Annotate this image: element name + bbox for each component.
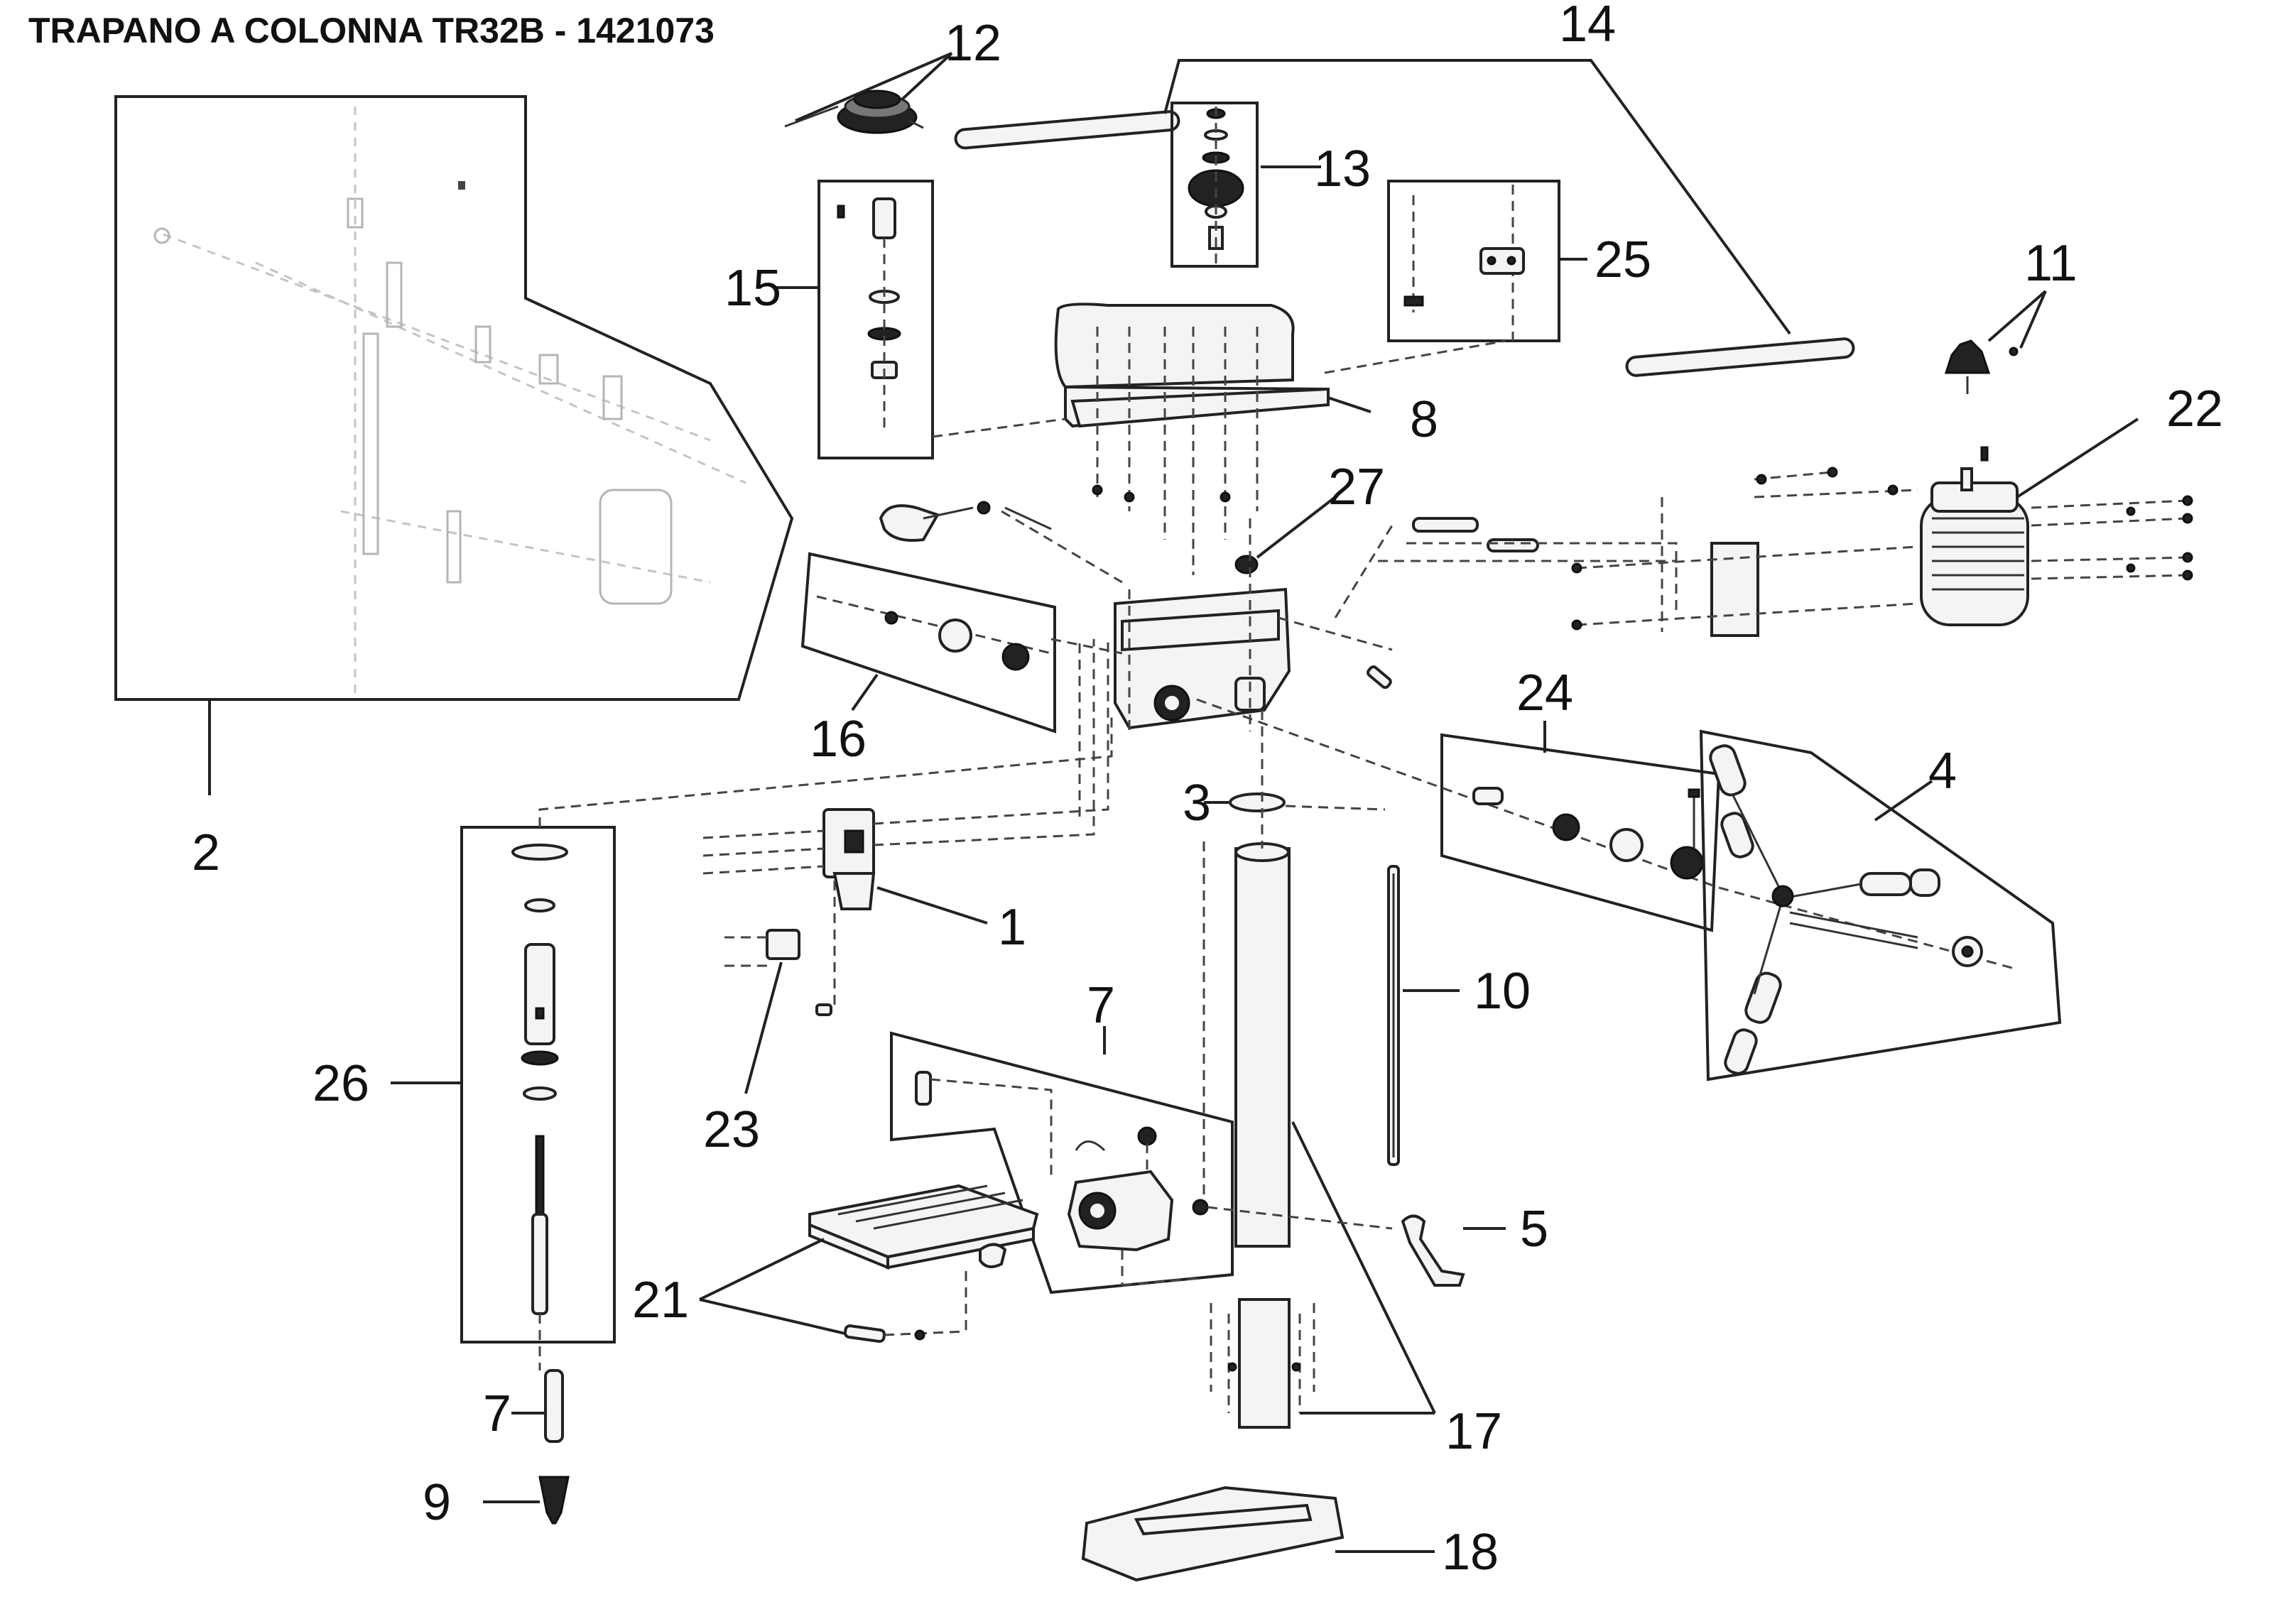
callout-9: 8 — [1410, 391, 1438, 448]
callout-4: 4 — [1928, 743, 1957, 800]
group-25-box — [1387, 180, 1560, 342]
leader-13a — [795, 52, 952, 122]
part-20-base — [1081, 1486, 1345, 1582]
part-10-chuck — [538, 1476, 570, 1525]
callout-21: 21 — [632, 1272, 689, 1329]
part-11-rack — [1387, 865, 1400, 1166]
group-17-plate — [800, 552, 1123, 734]
leader-17 — [851, 673, 879, 712]
callout-3: 3 — [1183, 775, 1211, 832]
callout-25: 25 — [1595, 231, 1651, 288]
leader-21b — [699, 1298, 846, 1335]
part-9-belt-cover — [932, 303, 1506, 575]
part-7-arbor — [544, 1369, 564, 1443]
callout-24: 24 — [1516, 665, 1573, 721]
callout-12: 11 — [2024, 235, 2078, 292]
group-8-table-bracket — [890, 1031, 1393, 1295]
callout-18: 17 — [1445, 1403, 1502, 1460]
part-18-column — [1202, 710, 1315, 1429]
leader-18a — [1291, 1121, 1436, 1414]
callout-20: 18 — [1442, 1524, 1499, 1581]
callout-16: 15 — [724, 260, 781, 317]
leader-21a — [699, 1238, 825, 1301]
group-4-handle-assembly — [1699, 729, 2062, 1081]
part-3-ring — [1229, 792, 1386, 812]
leader-15 — [1163, 59, 1791, 335]
callout-14: 13 — [1314, 141, 1371, 197]
callout-8: 7 — [1087, 977, 1115, 1034]
group-14-box — [1171, 102, 1259, 268]
callout-5: 5 — [1520, 1201, 1548, 1258]
callout-7: 7 — [483, 1385, 511, 1442]
leader-12a — [1987, 290, 2047, 342]
callout-17: 16 — [810, 711, 867, 768]
part-15-belts — [954, 110, 1855, 377]
callout-labels: 12 14 13 25 11 15 22 8 27 24 16 4 3 2 1 … — [192, 0, 2223, 1581]
leader-22 — [2016, 418, 2139, 498]
callout-15: 14 — [1559, 0, 1616, 53]
drill-head-casting — [879, 501, 1393, 731]
leader-9 — [1327, 396, 1372, 413]
group-16-box — [818, 180, 934, 459]
leader-12b — [2019, 290, 2047, 349]
part-22-motor — [1920, 446, 2193, 626]
leader-27 — [1256, 496, 1337, 559]
callout-1: 1 — [998, 899, 1026, 956]
part-5-crank — [1401, 1214, 1465, 1287]
group-2-detail-box — [114, 95, 794, 701]
callout-26: 26 — [313, 1055, 369, 1112]
group-24-box — [1196, 698, 1721, 932]
callout-22: 22 — [2166, 381, 2223, 437]
leader-1 — [876, 886, 988, 925]
leader-13b — [901, 52, 953, 101]
diagram-title: TRAPANO A COLONNA TR32B - 1421073 — [28, 11, 715, 50]
callout-27: 27 — [1328, 459, 1385, 516]
part-27 — [1234, 555, 1259, 574]
callout-13: 12 — [945, 15, 1001, 72]
leader-4 — [1874, 780, 1933, 822]
callout-10: 9 — [423, 1474, 451, 1531]
callout-11: 10 — [1474, 963, 1531, 1020]
part-1-switch-box — [702, 639, 1109, 910]
callout-23: 23 — [703, 1101, 760, 1158]
part-23 — [724, 881, 836, 1016]
part-13-spindle-pulley — [784, 89, 924, 134]
group-26-quill-box — [460, 717, 1113, 1370]
part-12-motor-pulley — [1944, 339, 2019, 394]
part-21-work-table — [808, 1184, 1039, 1344]
motor-mount-parts — [1334, 467, 1918, 637]
callout-2: 2 — [192, 824, 220, 881]
leader-23 — [744, 961, 783, 1094]
